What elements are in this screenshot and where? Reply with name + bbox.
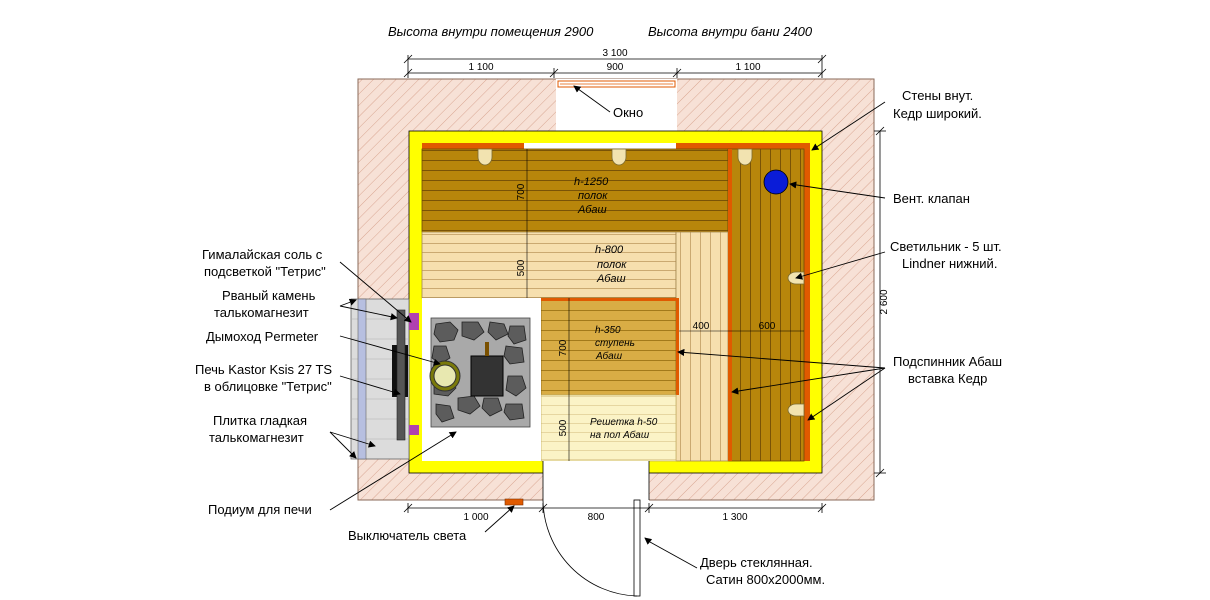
label-tile-1: Плитка гладкая — [213, 413, 307, 428]
dim-top-window: 900 — [607, 62, 624, 73]
stove-body — [470, 355, 504, 397]
label-chimney: Дымоход Permeter — [206, 329, 319, 344]
door-swing — [542, 499, 638, 597]
dim-600: 600 — [759, 321, 776, 332]
bench-top-wood: Абаш — [577, 204, 607, 216]
door-leaf — [633, 499, 641, 597]
bench-top — [421, 148, 729, 233]
bench-top-name: полок — [578, 190, 608, 202]
label-tile-2: талькомагнезит — [209, 430, 304, 445]
label-salt-2: подсветкой "Тетрис" — [204, 264, 326, 279]
label-stone-2: талькомагнезит — [214, 305, 309, 320]
trim-top-left — [422, 143, 524, 149]
dim-top-right: 1 100 — [735, 62, 760, 73]
label-podium: Подиум для печи — [208, 502, 312, 517]
trim-top-right — [676, 143, 810, 149]
label-door-2: Сатин 800х2000мм. — [706, 572, 825, 587]
bench-top-h: h-1250 — [574, 176, 609, 188]
label-door-1: Дверь стеклянная. — [700, 555, 813, 570]
bench-mid-h: h-800 — [595, 244, 624, 256]
header-sauna-height: Высота внутри бани 2400 — [648, 24, 813, 39]
label-stone-1: Рваный камень — [222, 288, 316, 303]
header-room-height: Высота внутри помещения 2900 — [388, 24, 594, 39]
label-walls-1: Стены внут. — [902, 88, 973, 103]
label-under-1: Подспинник Абаш — [893, 354, 1002, 369]
label-lamp-1: Светильник - 5 шт. — [890, 239, 1002, 254]
stones — [431, 321, 527, 423]
salt-light-top — [409, 313, 419, 330]
dim-700-top: 700 — [516, 183, 527, 200]
bench-mid-name: полок — [597, 259, 627, 271]
label-stove-2: в облицовке "Тетрис" — [204, 379, 332, 394]
label-walls-2: Кедр широкий. — [893, 106, 982, 121]
dim-700-step: 700 — [558, 339, 569, 356]
dim-500-low: 500 — [558, 419, 569, 436]
floor-grid — [540, 394, 677, 462]
dim-total-width: 3 100 — [602, 48, 627, 59]
bench-step-wood: Абаш — [595, 350, 623, 362]
label-window: Окно — [613, 105, 643, 120]
bench-step-h: h-350 — [595, 325, 621, 336]
door-opening — [543, 461, 649, 501]
dim-400: 400 — [693, 321, 710, 332]
vent-valve — [763, 169, 789, 195]
dim-500-mid: 500 — [516, 259, 527, 276]
label-switch: Выключатель света — [348, 528, 467, 543]
dim-bottom-left: 1 000 — [463, 512, 488, 523]
dim-top-left: 1 100 — [468, 62, 493, 73]
floor-grid-label-2: на пол Абаш — [590, 429, 650, 441]
top-dimensions — [403, 54, 827, 78]
dim-bottom-door: 800 — [588, 512, 605, 523]
label-salt-1: Гималайская соль с — [202, 247, 323, 262]
label-under-2: вставка Кедр — [908, 371, 987, 386]
bench-mid-wood: Абаш — [596, 273, 626, 285]
dim-right-height: 2 600 — [879, 289, 890, 314]
salt-light-bottom — [409, 425, 419, 435]
label-stove-1: Печь Kastor Ksis 27 TS — [195, 362, 332, 377]
bench-middle-vertical — [675, 231, 729, 462]
dim-bottom-right: 1 300 — [722, 512, 747, 523]
chimney-inner — [433, 364, 457, 388]
floor-grid-label-1: Решетка h-50 — [590, 417, 658, 428]
stove-handle — [485, 342, 489, 356]
label-vent: Вент. клапан — [893, 191, 970, 206]
bench-middle — [421, 231, 677, 299]
bench-step-name: ступень — [595, 338, 635, 349]
label-lamp-2: Lindner нижний. — [902, 256, 997, 271]
trim-right — [804, 143, 810, 461]
light-switch — [504, 498, 524, 506]
